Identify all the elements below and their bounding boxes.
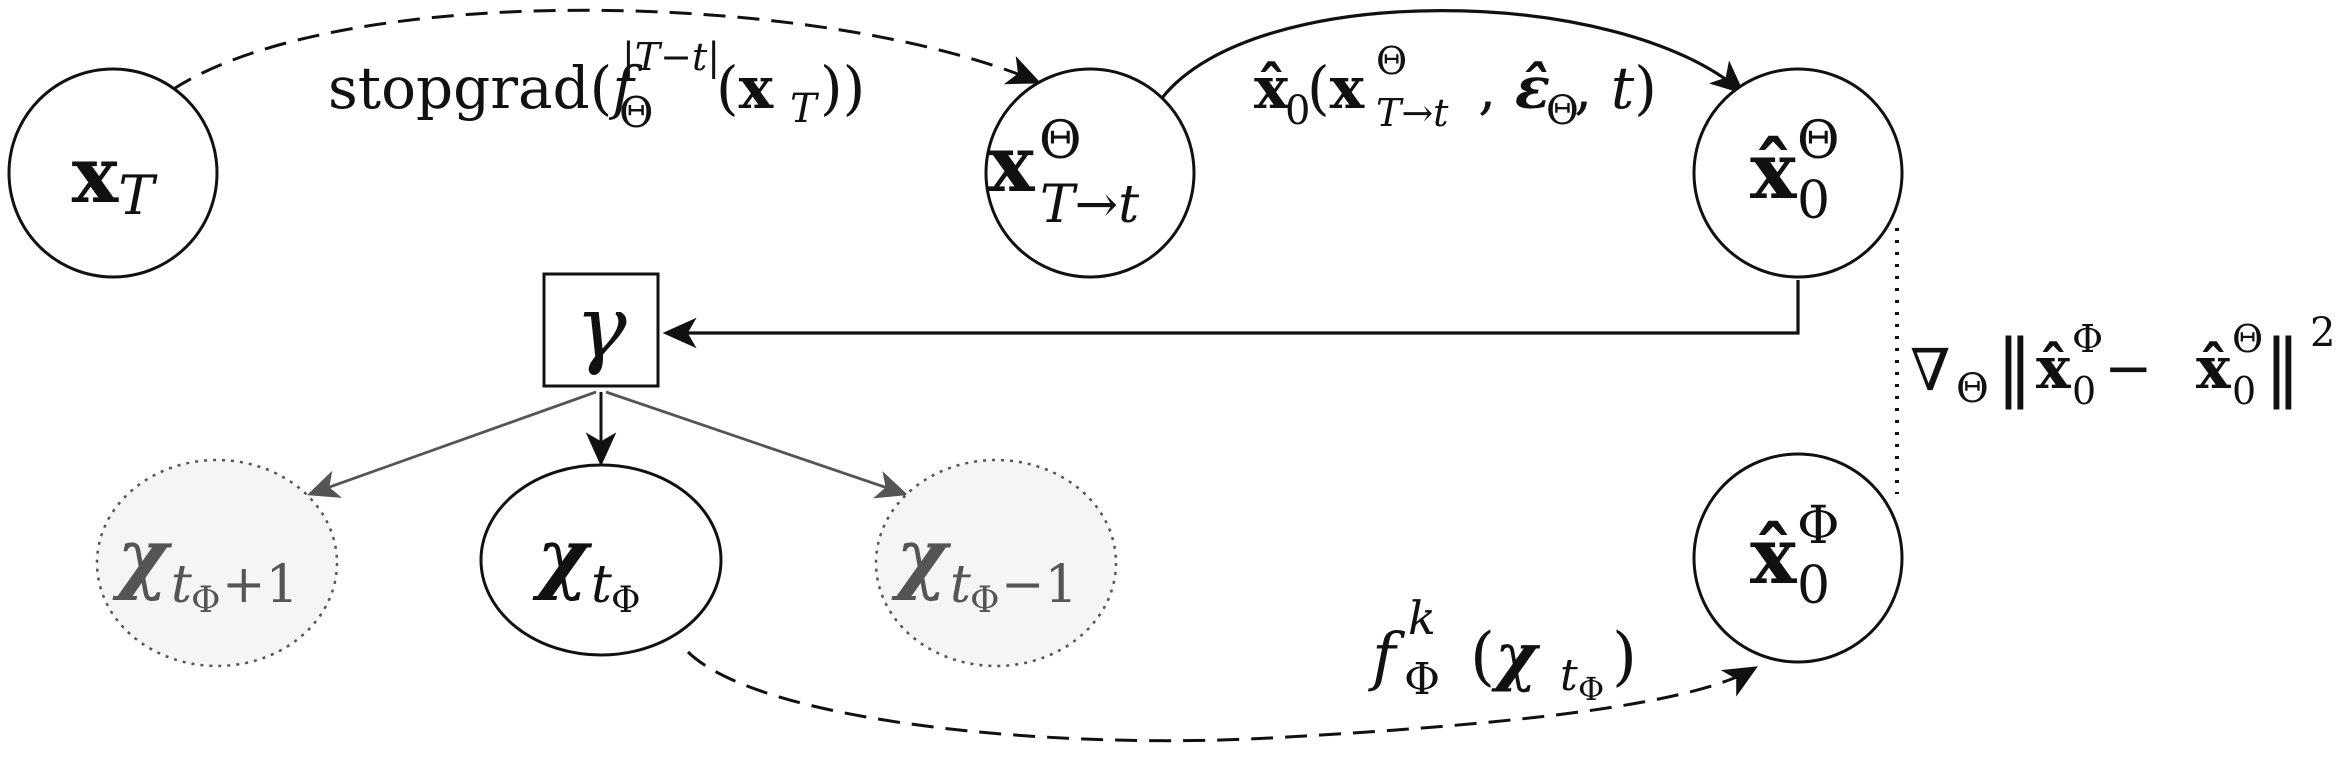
svg-text:Θ: Θ	[1546, 88, 1579, 134]
svg-text:0: 0	[1797, 556, 1830, 616]
svg-text:(x: (x	[1307, 54, 1365, 122]
svg-text:Φ: Φ	[2072, 317, 2103, 361]
svg-text:Θ: Θ	[619, 88, 653, 137]
svg-text:(χ: (χ	[1470, 619, 1541, 694]
edge-f-phi-dashed	[686, 650, 1758, 743]
svg-text:x̂: x̂	[2036, 334, 2071, 402]
svg-text:T: T	[790, 86, 820, 132]
label-stopgrad: stopgrad(f Θ |T−t| (x T ))	[328, 35, 865, 137]
svg-text:0: 0	[1285, 88, 1310, 134]
svg-text:x̂: x̂	[1750, 511, 1798, 602]
label-gradient-loss: ∇ Θ ‖ x̂ Φ 0 − x̂ Θ 0 ‖ 2	[1910, 310, 2335, 413]
svg-text:0: 0	[1797, 171, 1830, 231]
svg-text:γ: γ	[575, 278, 627, 378]
svg-text:−: −	[2104, 334, 2153, 402]
svg-text:k: k	[1408, 591, 1436, 645]
svg-text:χ: χ	[891, 512, 952, 603]
svg-text:χ: χ	[112, 512, 173, 603]
svg-text:0: 0	[2072, 369, 2096, 413]
node-chi-t-phi: χ t Φ	[479, 463, 723, 657]
svg-text:, t): , t)	[1574, 54, 1657, 122]
svg-text:Φ: Φ	[191, 580, 221, 621]
label-x0-function: x̂ 0 (x Θ T→t , ε̂ Θ , t)	[1254, 39, 1657, 135]
node-x-T-to-t: x Θ T→t	[984, 67, 1196, 279]
node-chi-t-phi-plus-one: χ t Φ +1	[95, 458, 339, 668]
svg-text:stopgrad(f: stopgrad(f	[328, 54, 643, 122]
svg-text:t: t	[950, 555, 971, 615]
svg-text:t: t	[171, 555, 192, 615]
svg-text:Φ: Φ	[611, 580, 641, 621]
svg-text:x̂: x̂	[2196, 334, 2231, 402]
edge-x0-to-gamma	[662, 280, 1800, 349]
svg-text:(x: (x	[716, 54, 774, 122]
edge-x0-estimate	[1160, 9, 1745, 99]
svg-text:t: t	[1560, 650, 1578, 701]
svg-text:Φ: Φ	[1578, 670, 1604, 708]
svg-text:‖: ‖	[2264, 324, 2301, 410]
label-f-phi-k: f k Φ (χ t Φ )	[1368, 591, 1637, 708]
svg-text:+1: +1	[222, 555, 299, 615]
node-x0-hat-theta: x̂ Θ 0	[1692, 67, 1904, 279]
edge-stopgrad-dashed	[171, 8, 1042, 92]
svg-text:T→t: T→t	[1376, 91, 1449, 135]
edge-gamma-to-chi-minus	[605, 390, 909, 499]
svg-text:‖: ‖	[1996, 324, 2033, 410]
svg-text:x: x	[988, 119, 1036, 210]
node-chi-t-phi-minus-one: χ t Φ −1	[874, 458, 1118, 668]
svg-text:t: t	[591, 555, 612, 615]
svg-text:−1: −1	[1001, 555, 1078, 615]
svg-text:)): ))	[820, 54, 865, 122]
svg-text:2: 2	[2310, 310, 2335, 356]
svg-text:x̂: x̂	[1750, 126, 1798, 217]
svg-text:f: f	[1368, 620, 1406, 694]
svg-text:Θ: Θ	[1039, 111, 1082, 171]
svg-text:Φ: Φ	[1404, 654, 1440, 705]
node-gamma: γ	[542, 272, 660, 388]
svg-text:Θ: Θ	[1956, 366, 1989, 412]
node-x-T-main: x	[72, 130, 120, 221]
node-x-T: xT	[7, 67, 219, 279]
svg-text:xT: xT	[72, 130, 159, 227]
edge-gamma-to-chi-plus	[306, 390, 597, 498]
svg-text:T→t: T→t	[1040, 175, 1139, 235]
svg-text:Φ: Φ	[1797, 496, 1840, 556]
svg-text:0: 0	[2232, 369, 2256, 413]
node-x0-hat-phi: x̂ Φ 0	[1692, 452, 1904, 664]
svg-text:, ε̂: , ε̂	[1478, 54, 1550, 122]
svg-text:∇: ∇	[1910, 336, 1951, 404]
svg-text:χ: χ	[532, 512, 593, 603]
svg-text:Θ: Θ	[1376, 39, 1407, 83]
svg-text:x̂: x̂	[1254, 54, 1289, 122]
svg-text:Φ: Φ	[970, 580, 1000, 621]
svg-text:|T−t|: |T−t|	[622, 35, 720, 79]
svg-text:): )	[1612, 620, 1637, 694]
svg-text:Θ: Θ	[2232, 317, 2263, 361]
svg-text:Θ: Θ	[1797, 111, 1840, 171]
